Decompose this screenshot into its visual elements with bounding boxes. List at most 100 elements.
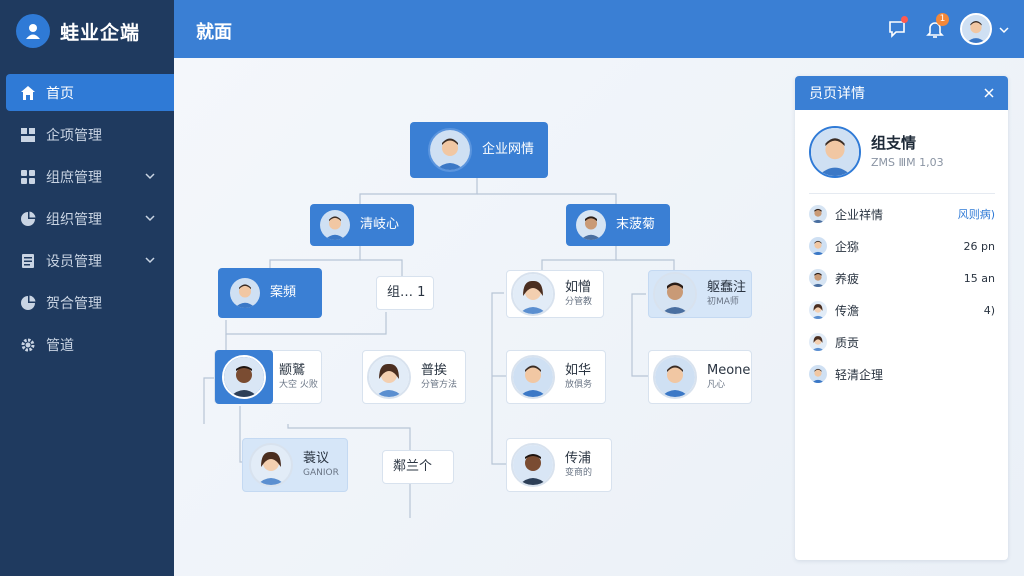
sidebar-item-groups[interactable]: 组庶管理 (0, 158, 174, 195)
node-role: 放俱务 (565, 380, 593, 390)
avatar (653, 355, 697, 399)
sidebar-item-label: 设员管理 (46, 253, 102, 270)
org-node-l2-d[interactable]: 躯蠢注初MA师 (648, 270, 752, 318)
node-name: 末菠菊 (616, 217, 656, 232)
detail-row[interactable]: 轻清企理 (809, 363, 995, 385)
message-icon (889, 21, 905, 38)
node-name: 普挨 (421, 363, 448, 378)
org-node-l2-c[interactable]: 如憎分管教 (506, 270, 604, 318)
avatar (320, 210, 350, 240)
list-icon (20, 253, 36, 269)
node-name: 蓑议 (303, 451, 330, 466)
detail-label: 养疲 (835, 271, 860, 286)
node-name: 组… 1 (387, 285, 426, 300)
detail-value[interactable]: 风则病) (957, 208, 995, 221)
profile-name: 组支情 (871, 134, 917, 152)
org-node-l1-left[interactable]: 清岐心 (310, 204, 414, 246)
brand-logo-icon (16, 14, 50, 48)
pie-chart-icon (20, 295, 36, 311)
node-role: 变商的 (565, 468, 593, 478)
avatar (809, 237, 827, 255)
avatar (222, 355, 266, 399)
sidebar-item-projects[interactable]: 企项管理 (0, 116, 174, 153)
notification-badge: 1 (936, 13, 949, 26)
sidebar-item-home[interactable]: 首页 (6, 74, 174, 111)
sidebar-item-label: 组织管理 (46, 211, 102, 228)
detail-label: 质贡 (835, 335, 860, 350)
avatar (809, 301, 827, 319)
home-icon (20, 85, 36, 101)
message-dot (901, 16, 908, 23)
node-name: Meone (707, 363, 751, 378)
node-role: 初MA师 (707, 297, 739, 307)
org-node-l3-a[interactable]: 颛鷲大空 火败 (214, 350, 322, 404)
detail-row[interactable]: 传澹 4) (809, 299, 995, 321)
sidebar-item-settings[interactable]: 管道 (0, 326, 174, 363)
avatar (249, 443, 293, 487)
org-node-l3-c[interactable]: 如华放俱务 (506, 350, 606, 404)
org-node-l2-b[interactable]: 组… 1 (376, 276, 434, 310)
close-icon[interactable] (982, 86, 996, 100)
node-name: 清岐心 (360, 217, 400, 232)
panel-header: 员页详情 (795, 76, 1008, 110)
panel-title: 员页详情 (809, 86, 865, 102)
node-role: 大空 火败 (279, 380, 318, 390)
sidebar-item-organization[interactable]: 组织管理 (0, 200, 174, 237)
avatar-image (962, 15, 990, 43)
avatar (653, 272, 697, 316)
org-node-l1-right[interactable]: 末菠菊 (566, 204, 670, 246)
detail-label: 企猕 (835, 239, 860, 254)
chevron-down-icon (145, 257, 155, 264)
avatar (809, 365, 827, 383)
profile-sub: ZMS ⅢM 1,03 (871, 156, 944, 169)
avatar (367, 355, 411, 399)
avatar (809, 126, 861, 178)
top-header: 就面 1 (174, 0, 1024, 58)
avatar (809, 333, 827, 351)
node-role: 分管教 (565, 297, 593, 307)
org-node-l2-a[interactable]: 案頻 (218, 268, 322, 318)
pie-chart-icon (20, 211, 36, 227)
org-node-l3-b[interactable]: 普挨分管方法 (362, 350, 466, 404)
sidebar-item-label: 管道 (46, 337, 74, 354)
chevron-down-icon[interactable] (998, 24, 1010, 36)
node-name: 鄰兰个 (393, 459, 433, 474)
node-name: 如华 (565, 363, 592, 378)
divider (809, 193, 995, 194)
chevron-down-icon (145, 173, 155, 180)
brand-name: 蛙业企端 (60, 21, 141, 44)
user-avatar[interactable] (960, 13, 992, 45)
avatar-highlight (215, 350, 273, 404)
grid-icon (20, 127, 36, 143)
avatar (809, 205, 827, 223)
org-connectors (203, 178, 675, 518)
avatar (511, 272, 555, 316)
detail-row[interactable]: 质贡 (809, 331, 995, 353)
node-name: 企业网情 (482, 142, 535, 157)
sidebar-nav: 首页 企项管理 组庶管理 组织管理 设员管理 贺合管理 管道 (0, 74, 174, 368)
sidebar-item-label: 企项管理 (46, 127, 102, 144)
detail-row[interactable]: 养疲 15 an (809, 267, 995, 289)
sidebar: 蛙业企端 首页 企项管理 组庶管理 组织管理 设员管理 贺合管理 (0, 0, 174, 576)
detail-label: 企业祥情 (835, 207, 884, 222)
brand[interactable]: 蛙业企端 (0, 0, 174, 62)
detail-label: 传澹 (835, 303, 860, 318)
gear-icon (20, 337, 36, 353)
org-node-l4-c[interactable]: 传浦变商的 (506, 438, 612, 492)
notification-button[interactable]: 1 (924, 13, 949, 40)
node-name: 颛鷲 (279, 363, 306, 378)
org-node-l4-b[interactable]: 鄰兰个 (382, 450, 454, 484)
detail-row[interactable]: 企猕 26 pn (809, 235, 995, 257)
org-node-root[interactable]: 企业网情 (410, 122, 548, 178)
avatar (428, 128, 472, 172)
node-name: 案頻 (270, 285, 297, 300)
employee-detail-panel: 员页详情 组支情 ZMS ⅢM 1,03 企业祥情 风则病) 企猕 26 pn … (795, 76, 1008, 560)
chevron-down-icon (145, 215, 155, 222)
message-button[interactable] (886, 16, 908, 40)
avatar (511, 443, 555, 487)
sidebar-item-cooperation[interactable]: 贺合管理 (0, 284, 174, 321)
sidebar-item-staff[interactable]: 设员管理 (0, 242, 174, 279)
detail-row[interactable]: 企业祥情 风则病) (809, 203, 995, 225)
